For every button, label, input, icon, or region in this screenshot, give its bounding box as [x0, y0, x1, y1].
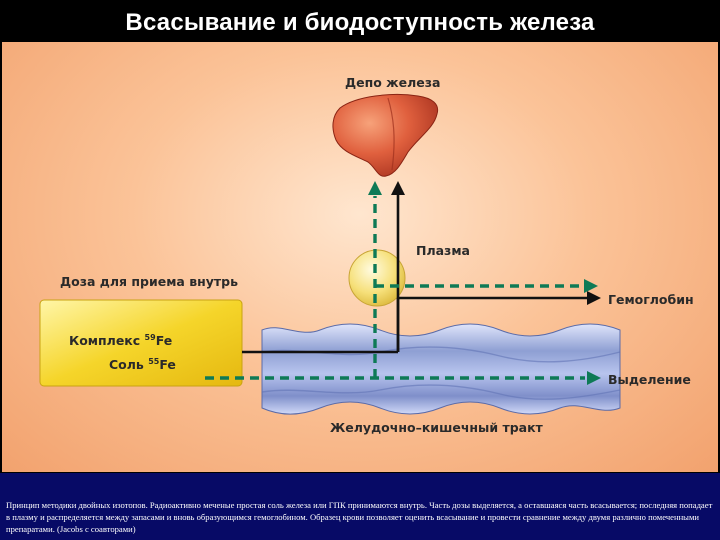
complex-isotope-element: Fe	[155, 333, 173, 349]
excretion-label: Выделение	[608, 372, 691, 387]
green-dashed-path	[205, 196, 585, 380]
slide-title: Всасывание и биодоступность железа	[125, 9, 595, 36]
caption-text: Принцип методики двойных изотопов. Радио…	[6, 500, 713, 534]
green-arrow-up-head	[368, 181, 382, 195]
black-arrow-up-head	[391, 181, 405, 195]
hemoglobin-label: Гемоглобин	[608, 292, 694, 307]
depot-label: Депо железа	[345, 75, 441, 90]
salt-prefix: Соль	[109, 357, 144, 373]
oral-dose-box	[39, 299, 243, 387]
black-absorption-path	[242, 192, 588, 354]
black-arrow-hemoglobin-head	[587, 291, 601, 305]
complex-isotope-mass: 59	[144, 333, 156, 342]
salt-isotope-mass: 55	[148, 357, 160, 366]
oral-dose-label: Доза для приема внутрь	[60, 274, 239, 289]
complex-prefix: Комплекс	[69, 333, 141, 349]
salt-isotope-element: Fe	[159, 357, 176, 373]
caption-box: Принцип методики двойных изотопов. Радио…	[0, 473, 720, 540]
green-arrow-hemoglobin-head	[584, 279, 598, 293]
plasma-label: Плазма	[416, 243, 470, 258]
gi-tract-band	[261, 323, 621, 415]
plasma-sphere	[348, 249, 406, 307]
complex-label: Комплекс 59Fe	[69, 333, 172, 348]
liver-image	[332, 94, 439, 177]
green-arrow-excretion-head	[587, 371, 601, 385]
title-bar: Всасывание и биодоступность железа	[0, 0, 720, 42]
gi-tract-label: Желудочно–кишечный тракт	[330, 420, 543, 435]
salt-label: Соль 55Fe	[109, 357, 176, 372]
